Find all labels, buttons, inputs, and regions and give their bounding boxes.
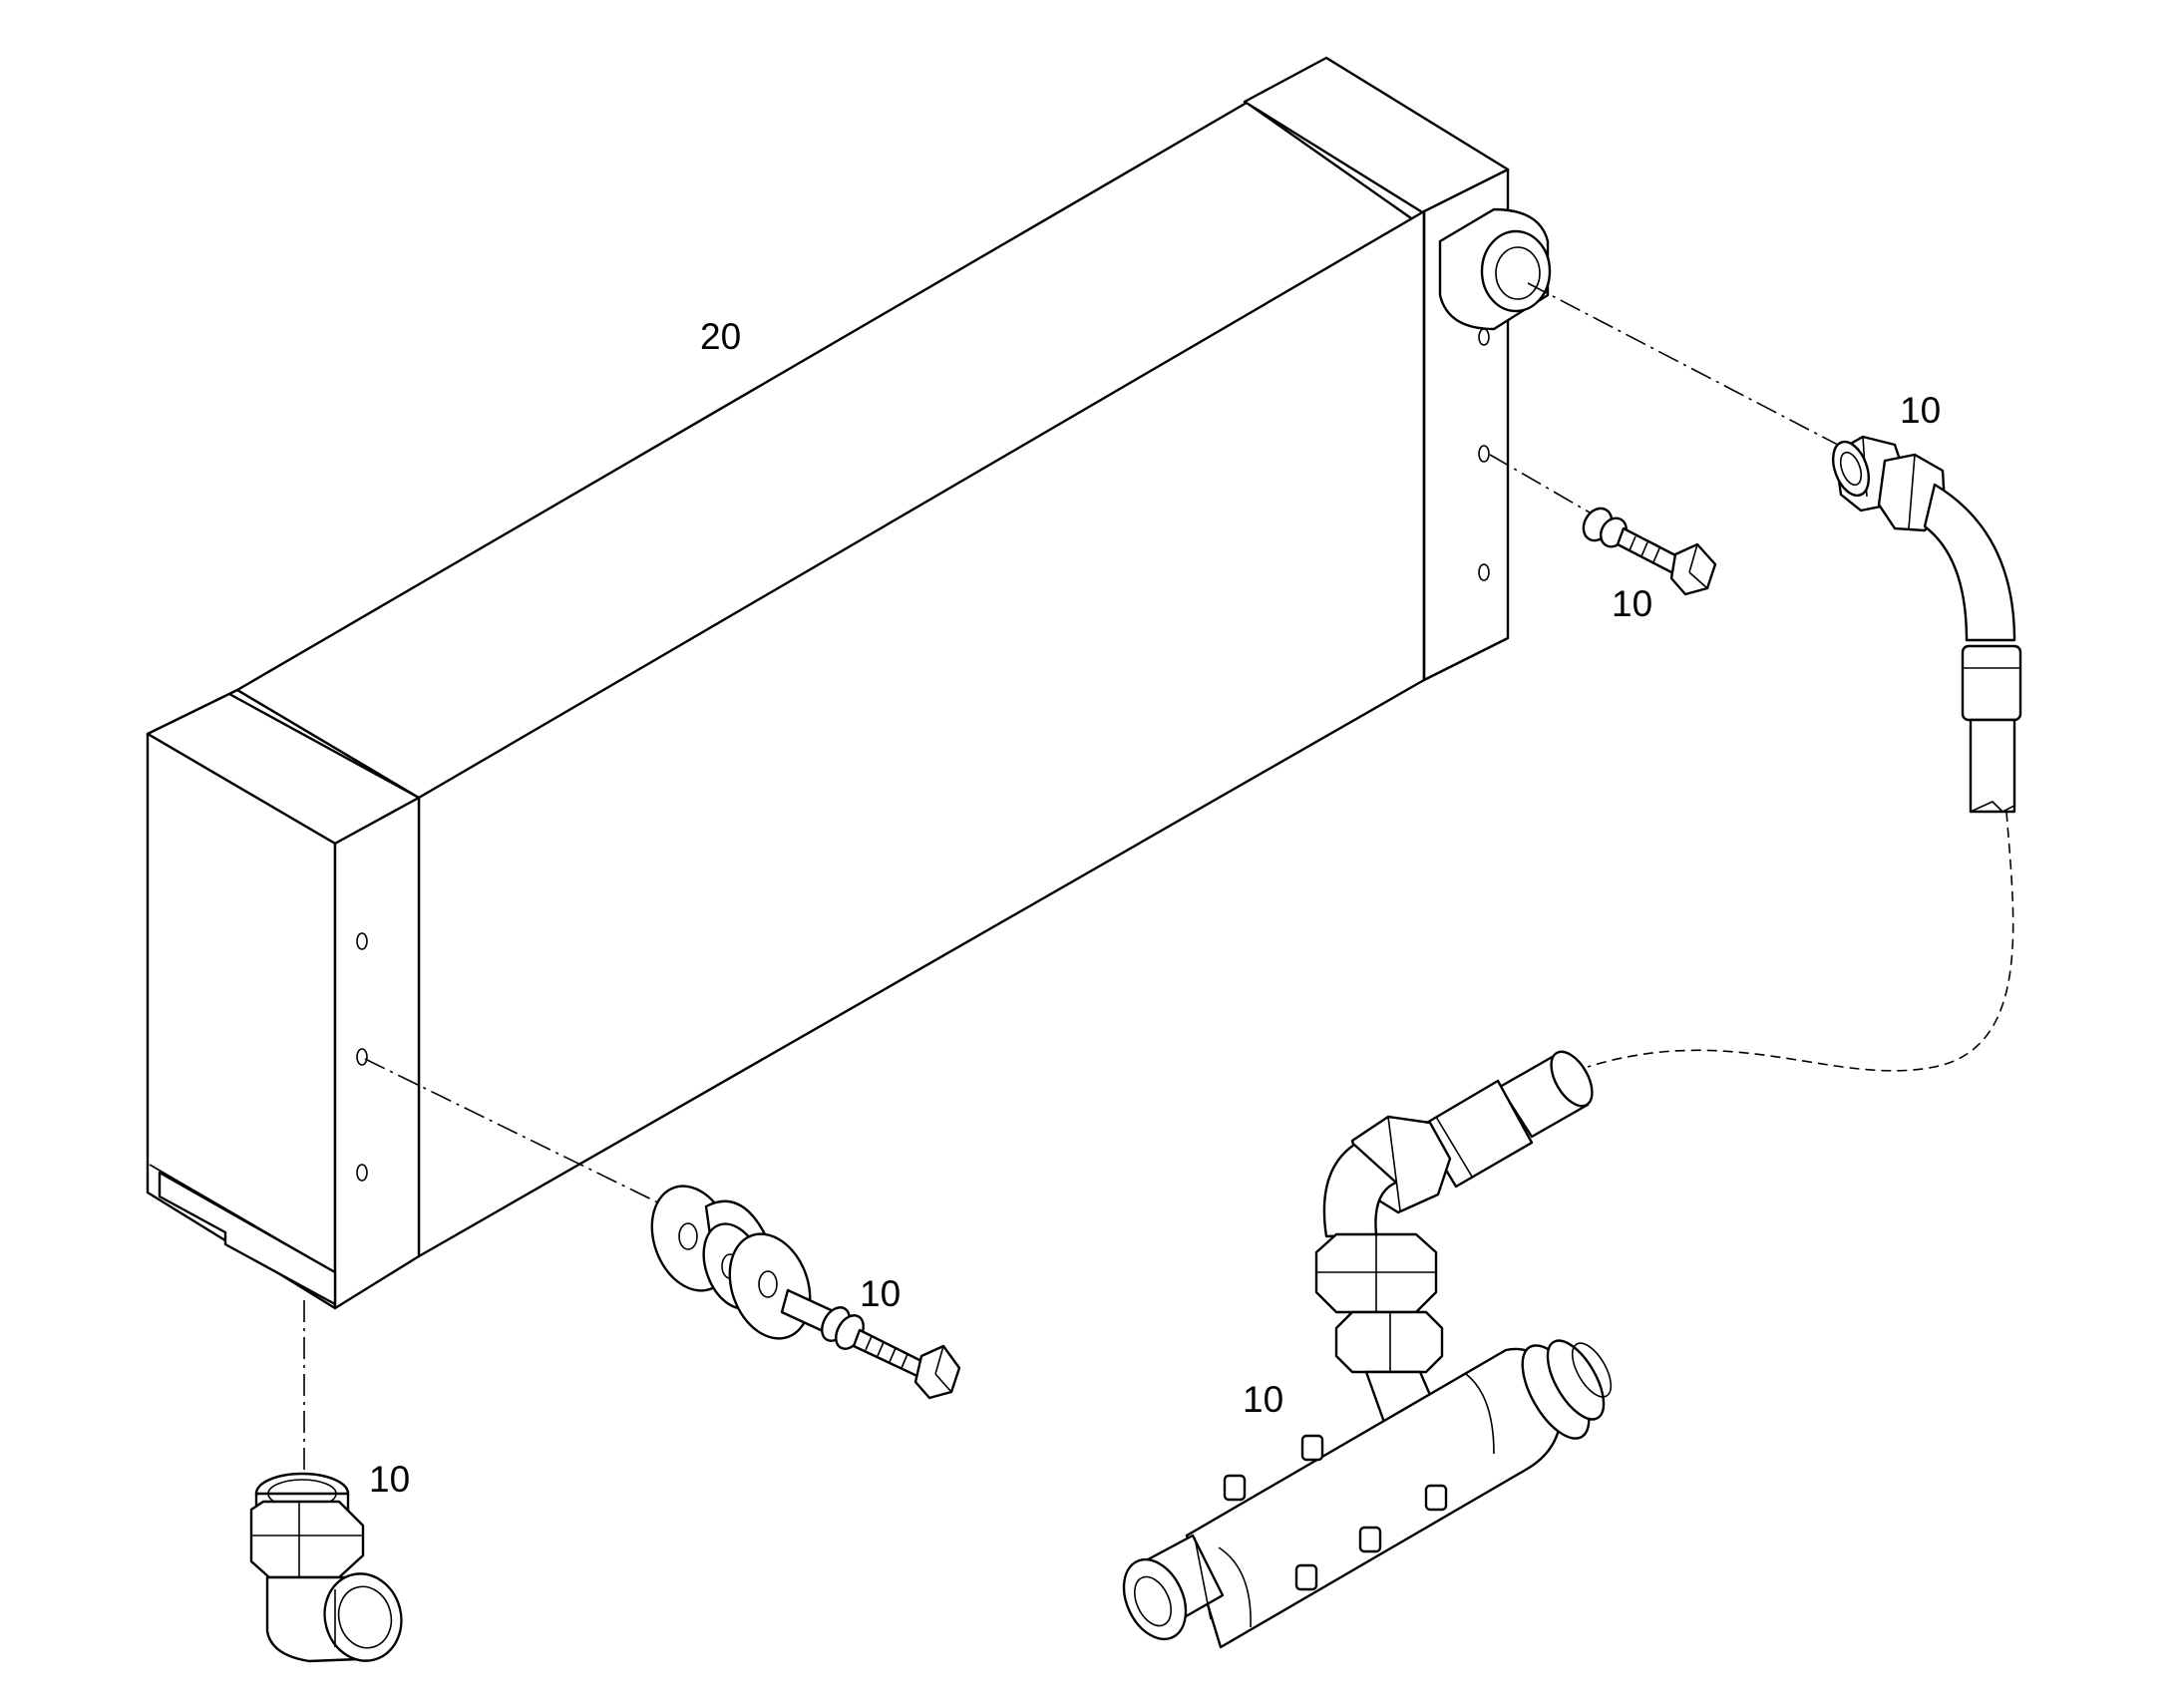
upper-bolt-assembly xyxy=(1582,507,1717,596)
mount-bolt-assembly xyxy=(650,1185,961,1400)
centerline-mount-bolt xyxy=(364,1058,679,1213)
callout-lower-elbow: 10 xyxy=(369,1459,410,1500)
centerline-upper-port xyxy=(1527,282,1858,456)
callout-radiator: 20 xyxy=(700,316,741,357)
radiator-core xyxy=(146,56,1552,1310)
centerline-upper-bolt xyxy=(1489,454,1591,513)
lower-elbow-fitting xyxy=(249,1472,403,1663)
manifold-assembly xyxy=(1122,1050,1613,1649)
hose-continuation-line xyxy=(1587,811,2014,1072)
callout-upper-elbow-hose: 10 xyxy=(1900,390,1941,431)
upper-elbow-hose xyxy=(1831,435,2022,814)
callout-manifold: 10 xyxy=(1243,1379,1283,1420)
callout-mount-bolt: 10 xyxy=(860,1273,901,1314)
callout-upper-bolt: 10 xyxy=(1612,583,1652,624)
